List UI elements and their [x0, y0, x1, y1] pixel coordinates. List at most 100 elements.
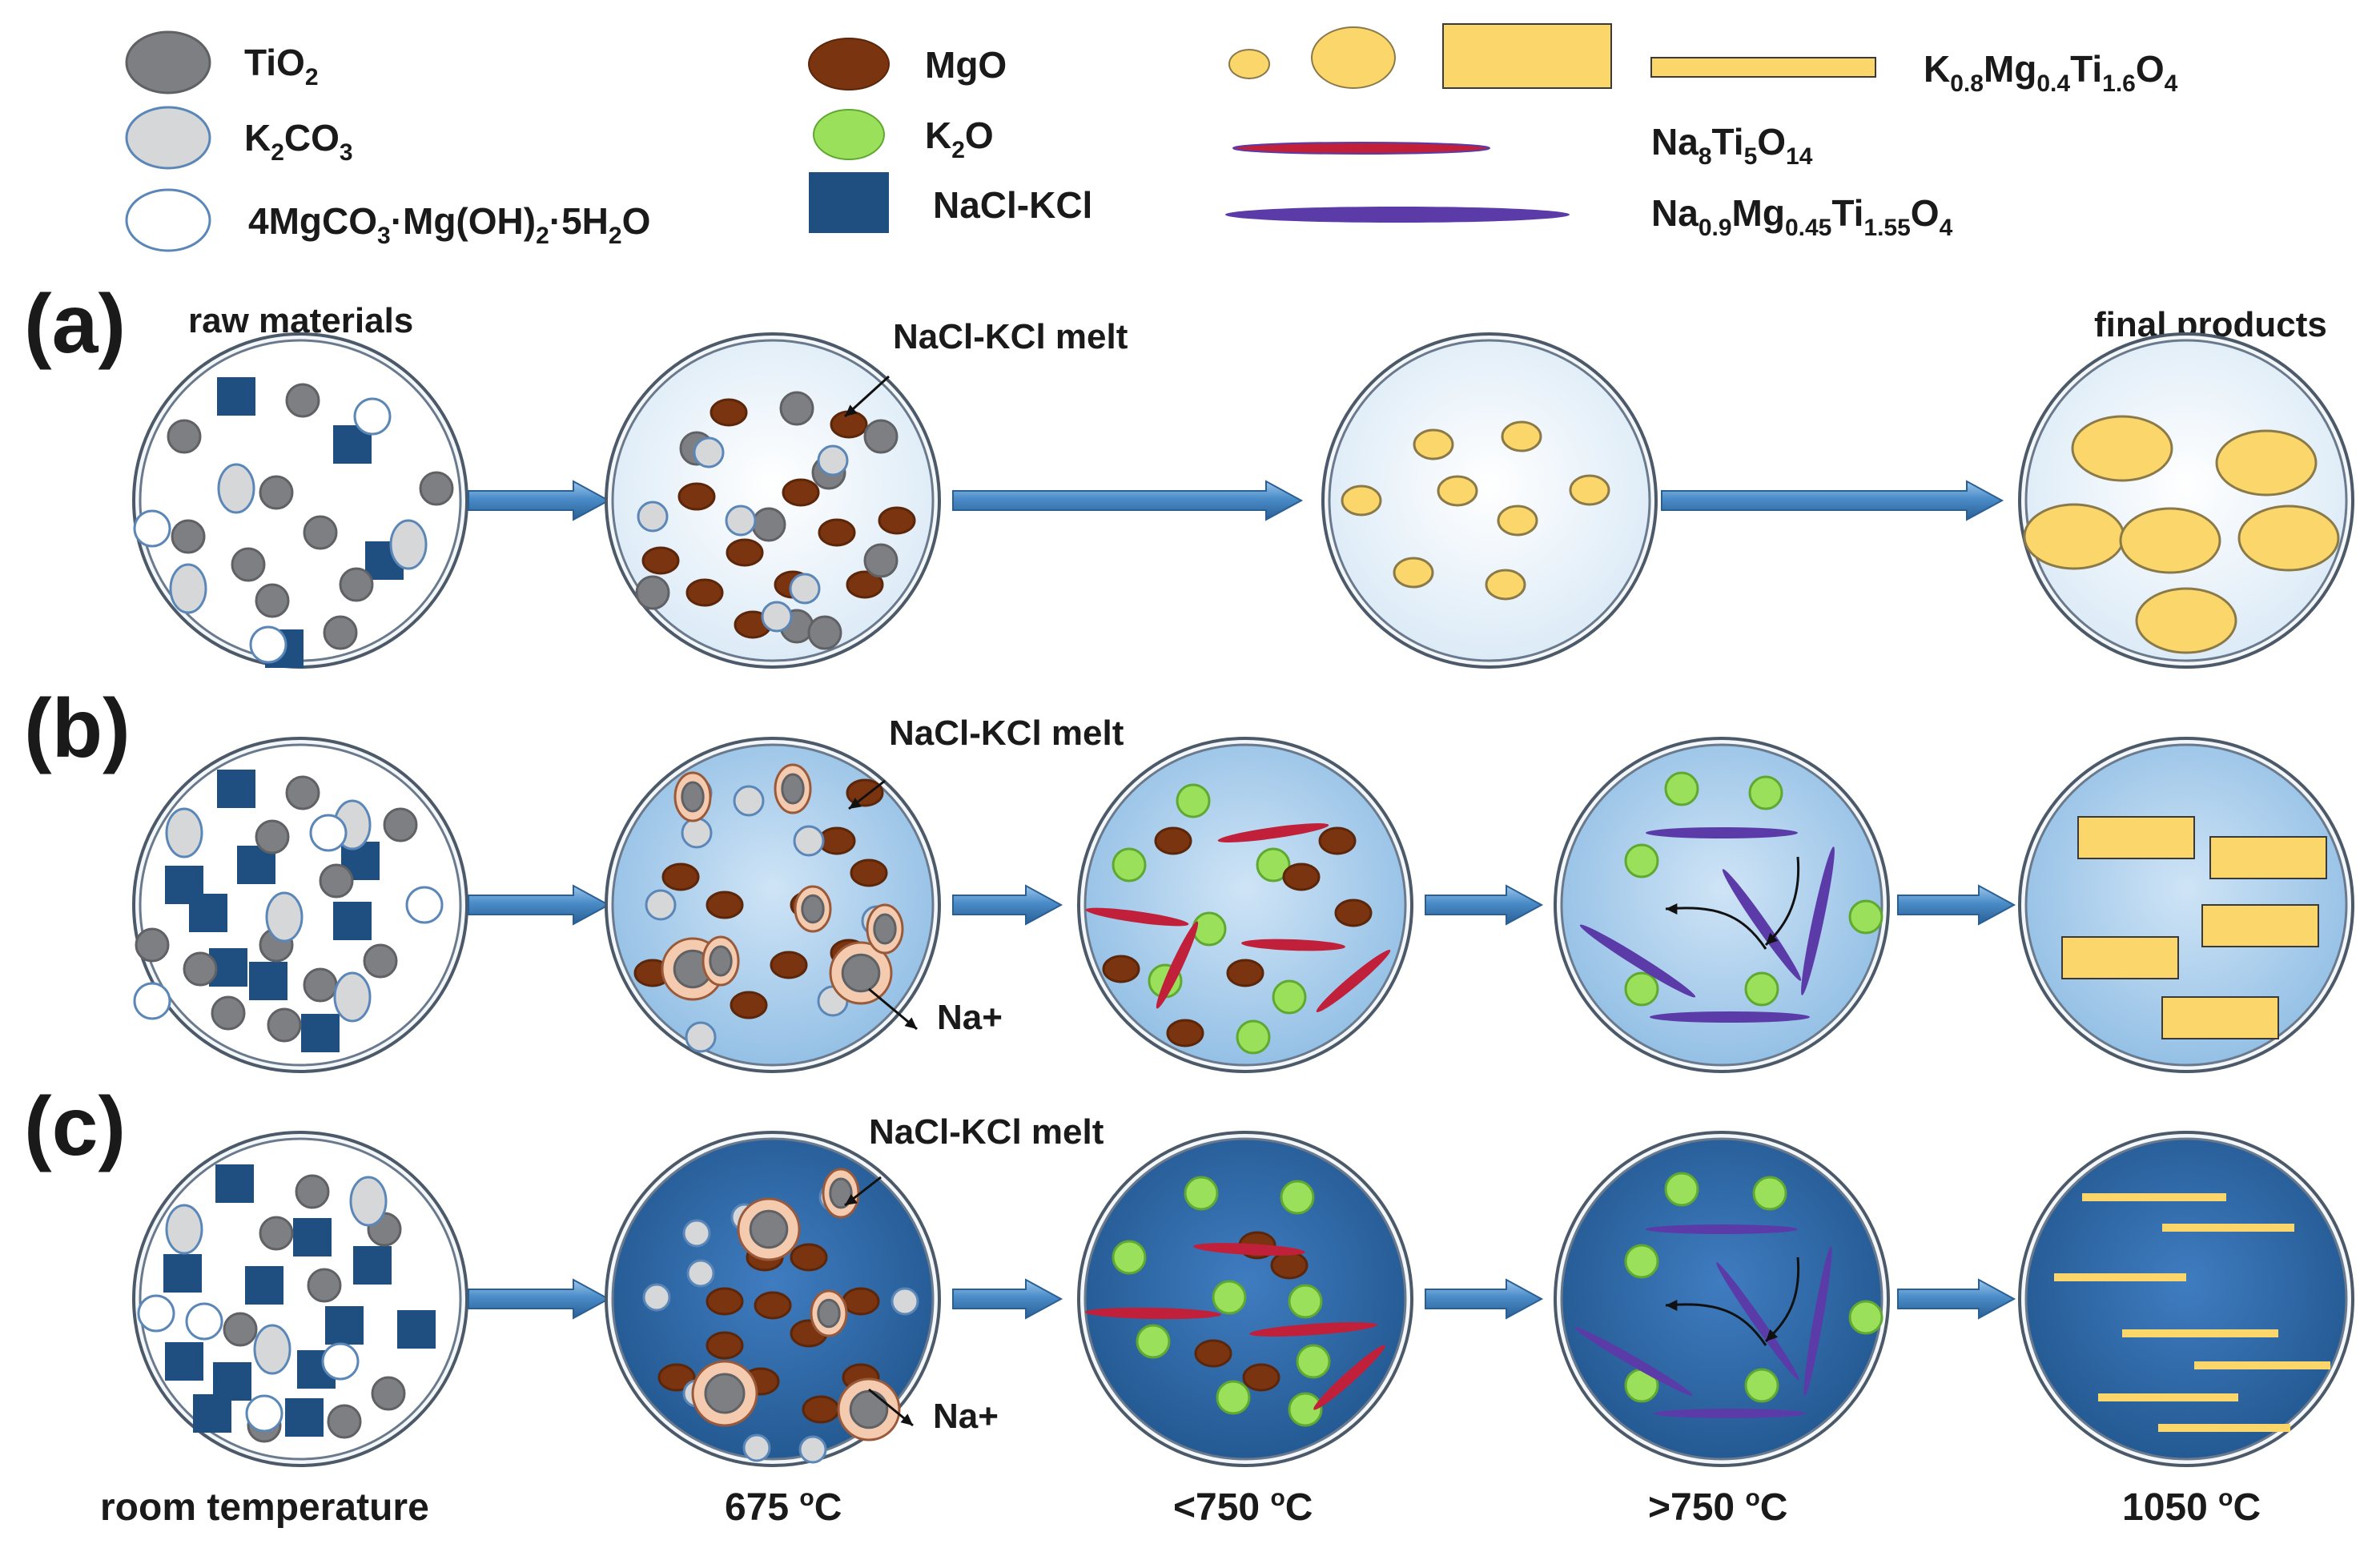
mgo-particle	[1242, 1363, 1280, 1392]
mgo-particle	[1166, 1019, 1204, 1047]
dish-b-ion-exchange	[1554, 737, 1890, 1073]
dish-b-intermediate	[1077, 737, 1413, 1073]
dish-c-ion-exchange	[1554, 1131, 1890, 1467]
dish-a-raw	[132, 332, 468, 669]
legend-nacl-kcl-swatch	[809, 172, 889, 233]
na-pointer-b-head	[904, 1017, 917, 1029]
k2o-particle	[1236, 1019, 1271, 1055]
dish-c-melt	[605, 1131, 941, 1467]
tio2-particle	[303, 515, 338, 550]
mgo-particle	[782, 478, 820, 507]
legend-k08-plate	[1650, 57, 1876, 78]
mgo-particle	[706, 1331, 744, 1360]
mgo-particle	[1270, 1251, 1309, 1280]
legend-k2o-label: K2O	[925, 115, 994, 163]
melt-pointer-a-head	[845, 404, 858, 416]
k2o-particle	[1192, 911, 1227, 947]
mgo-particle	[726, 538, 764, 567]
panel-b-letter: (b)	[24, 682, 131, 775]
k2co3-particle	[890, 1287, 919, 1316]
k-exchange-head-b	[1766, 932, 1779, 945]
arrow-b3	[1425, 884, 1544, 926]
mgo-particle	[818, 518, 856, 547]
mgo-particle	[1282, 862, 1321, 891]
mgo-particle	[790, 1243, 828, 1272]
temp-1050: 1050 oC	[2122, 1485, 2261, 1529]
tio2-particle	[363, 943, 398, 979]
k08-plate	[2082, 1193, 2226, 1201]
k2o-particle	[1280, 1180, 1315, 1215]
mgo-particle	[830, 410, 868, 439]
na09-needle	[1646, 827, 1798, 838]
k08-nucleus	[1501, 420, 1542, 452]
k08-product	[2237, 505, 2340, 572]
legend-k08-large-ellipse	[1311, 26, 1396, 89]
panel-a-letter: (a)	[24, 278, 126, 371]
mgo-particle	[850, 858, 888, 887]
mgco3-particle	[405, 886, 444, 924]
tio2-core	[704, 1373, 746, 1414]
k2co3-particle	[349, 1176, 388, 1227]
k08-block	[2161, 996, 2279, 1039]
tio2-particle	[419, 471, 454, 506]
k2o-particle	[1288, 1392, 1323, 1427]
mgo-particle	[641, 546, 680, 575]
mgco3-particle	[245, 1394, 283, 1433]
legend-tio2-label: TiO2	[244, 42, 319, 90]
na-exchange-path-b	[1665, 907, 1767, 950]
nacl-kcl-particle	[353, 1246, 392, 1285]
k08-block	[2201, 904, 2319, 947]
na-exchange-head-c	[1666, 1300, 1678, 1311]
mgo-particle	[754, 1291, 792, 1320]
nacl-kcl-particle	[165, 1342, 203, 1381]
nacl-kcl-particle	[193, 1394, 231, 1433]
mgo-particle	[842, 1287, 880, 1316]
mgo-particle	[706, 1287, 744, 1316]
nacl-kcl-particle	[249, 962, 287, 1000]
tio2-particle	[863, 543, 899, 578]
k2o-particle	[1748, 775, 1783, 810]
legend-na8ti5o14-needle	[1232, 142, 1490, 155]
tio2-particle	[135, 927, 170, 963]
k08-nucleus	[1413, 428, 1454, 460]
arrow-a2	[952, 480, 1304, 521]
k2o-particle	[1752, 1176, 1787, 1211]
mgco3-particle	[249, 625, 287, 664]
melt-label-c: NaCl-KCl melt	[869, 1112, 1104, 1152]
k2co3-particle	[333, 971, 372, 1023]
k08-nucleus	[1497, 505, 1538, 537]
na09-needle	[1579, 924, 1696, 998]
na09-needle	[1650, 1011, 1810, 1023]
k2co3-particle	[169, 563, 207, 614]
k08-block	[2077, 816, 2195, 859]
k2co3-particle	[798, 1435, 827, 1464]
arrow-c4	[1897, 1278, 2016, 1320]
k08-product	[2135, 587, 2237, 654]
k2o-particle	[1272, 979, 1307, 1015]
tio2-particle	[635, 575, 670, 610]
mgo-particle	[706, 891, 744, 919]
na-pointer-c-head	[900, 1413, 913, 1425]
k08-plate	[2162, 1224, 2294, 1232]
tio2-particle	[323, 615, 358, 650]
k2co3-particle	[217, 463, 255, 514]
na8ti5o14-needle	[1193, 1243, 1305, 1256]
tio2-particle	[863, 419, 899, 454]
k08-nucleus	[1569, 474, 1610, 506]
k2o-particle	[1288, 1284, 1323, 1319]
temp-room: room temperature	[100, 1486, 429, 1529]
melt-label-b: NaCl-KCl melt	[889, 714, 1124, 753]
k08-plate	[2098, 1393, 2238, 1401]
k2co3-particle	[742, 1433, 771, 1462]
tio2-particle	[307, 1268, 342, 1303]
legend-k08-small-ellipse	[1228, 49, 1270, 79]
melt-pointer-b-head	[849, 798, 862, 809]
k2o-particle	[1212, 1280, 1247, 1315]
na-release-label-b: Na+	[937, 998, 1003, 1037]
na09-needle	[1803, 1246, 1832, 1397]
k2co3-particle	[681, 817, 713, 849]
tio2-particle	[267, 1007, 302, 1043]
nacl-kcl-particle	[325, 1306, 364, 1345]
tio2-core	[849, 1389, 889, 1429]
